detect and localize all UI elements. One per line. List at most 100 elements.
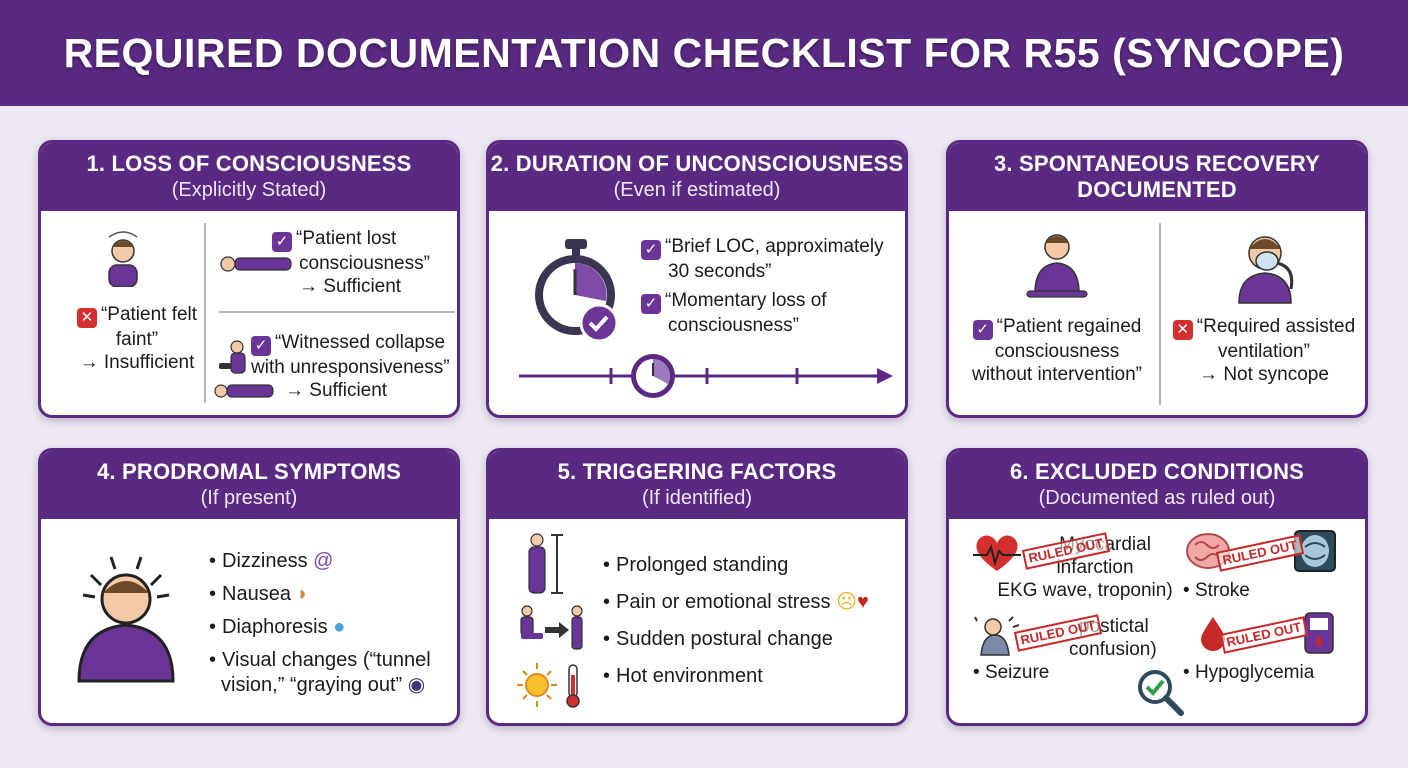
sufficient-example-1: ✓“Patient lost consciousness” → Sufficie… — [272, 227, 452, 298]
list-item-text: Dizziness — [222, 550, 308, 572]
brain-scan-icon — [1294, 530, 1336, 572]
recovery-good-example: ✓“Patient regained consciousness without… — [957, 315, 1157, 386]
list-item: vision,” “graying out” ◉ — [209, 673, 457, 698]
condition-text: infarction — [1056, 557, 1134, 578]
card-spontaneous-recovery: 3. SPONTANEOUS RECOVERY DOCUMENTED ✓“Pat… — [946, 140, 1368, 418]
symptom-list: •Dizziness @ •Nausea ◗ •Diaphoresis ● •V… — [209, 545, 457, 698]
example-text: “Patient lost — [296, 228, 397, 249]
dizzy-person-icon — [108, 231, 138, 287]
list-item-text: Prolonged standing — [616, 554, 789, 576]
card-body: ✓“Patient regained consciousness without… — [949, 211, 1365, 415]
card-body: Myocardial infarction EKG wave, troponin… — [949, 519, 1365, 723]
card-header: 2. DURATION OF UNCONSCIOUSNESS (Even if … — [489, 143, 905, 211]
card-loss-of-consciousness: 1. LOSS OF CONSCIOUSNESS (Explicitly Sta… — [38, 140, 460, 418]
list-item-text: Visual changes (“tunnel — [222, 649, 431, 671]
list-item: •Prolonged standing — [603, 554, 789, 576]
card-subtitle: DOCUMENTED — [1077, 177, 1237, 202]
checkbox-icon: ✓ — [641, 294, 661, 314]
verdict-text: → Insufficient — [79, 352, 195, 373]
card-triggering-factors: 5. TRIGGERING FACTORS (If identified) — [486, 448, 908, 726]
example-text: 30 seconds” — [668, 261, 772, 282]
list-item: •Hot environment — [603, 665, 763, 687]
example-text: with unresponsiveness” — [251, 357, 450, 378]
example-text: “Patient regained — [996, 316, 1142, 337]
card-body: ✕“Patient felt faint” → Insufficient ✓“P… — [41, 211, 457, 415]
list-item-text: Hot environment — [616, 665, 763, 687]
checkbox-icon: ✓ — [641, 240, 661, 260]
example-text: “Witnessed collapse — [275, 332, 446, 353]
card-header: 6. EXCLUDED CONDITIONS (Documented as ru… — [949, 451, 1365, 519]
card-title: 6. EXCLUDED CONDITIONS — [1009, 459, 1305, 484]
insufficient-example: ✕“Patient felt faint” → Insufficient — [57, 303, 217, 374]
example-text: ventilation” — [1218, 341, 1310, 362]
spiral-icon: @ — [313, 550, 334, 572]
condition-text: confusion) — [1069, 639, 1157, 660]
card-body: •Dizziness @ •Nausea ◗ •Diaphoresis ● •V… — [41, 519, 457, 723]
card-title: 3. SPONTANEOUS RECOVERY — [993, 151, 1321, 176]
example-text: faint” — [115, 329, 159, 350]
eye-icon: ◉ — [407, 674, 426, 696]
card-title: 5. TRIGGERING FACTORS — [557, 459, 837, 484]
card-duration-of-unconsciousness: 2. DURATION OF UNCONSCIOUSNESS (Even if … — [486, 140, 908, 418]
ruled-out-stamp: RULED OUT — [1219, 616, 1308, 654]
duration-example-1: ✓“Brief LOC, approximately 30 seconds” — [641, 235, 901, 283]
list-item: •Pain or emotional stress ☹♥ — [603, 591, 869, 613]
condition-text: Hypoglycemia — [1194, 662, 1315, 683]
distressed-person-icon — [77, 556, 175, 683]
blood-drop-icon — [1201, 617, 1225, 651]
timeline-arrow-icon — [519, 354, 893, 398]
collapse-scene-icon — [214, 340, 274, 398]
glucose-meter-icon — [1304, 612, 1334, 654]
list-item-text: Diaphoresis — [222, 616, 328, 638]
cross-icon: ✕ — [1172, 320, 1193, 340]
checkbox-icon: ✓ — [972, 320, 993, 340]
card-subtitle: (If present) — [200, 487, 298, 509]
card-excluded-conditions: 6. EXCLUDED CONDITIONS (Documented as ru… — [946, 448, 1368, 726]
list-item: •Sudden postural change — [603, 628, 833, 650]
verdict-text: → Sufficient — [299, 276, 402, 297]
trigger-list: •Prolonged standing •Pain or emotional s… — [603, 547, 903, 695]
header-bar: REQUIRED DOCUMENTATION CHECKLIST FOR R55… — [0, 0, 1408, 106]
heart-ekg-icon — [973, 535, 1021, 571]
card-header: 5. TRIGGERING FACTORS (If identified) — [489, 451, 905, 519]
crying-face-icon: ☹ — [836, 591, 857, 613]
card-prodromal-symptoms: 4. PRODROMAL SYMPTOMS (If present) •Dizz… — [38, 448, 460, 726]
card-body: ✓“Brief LOC, approximately 30 seconds” ✓… — [489, 211, 905, 415]
divider — [204, 223, 206, 403]
list-item-text: Pain or emotional stress — [616, 591, 831, 613]
list-item: •Visual changes (“tunnel — [209, 649, 431, 671]
list-item-text: Nausea — [222, 583, 291, 605]
recovery-bad-example: ✕“Required assisted ventilation” → Not s… — [1161, 315, 1365, 386]
seizure-person-icon — [974, 616, 1020, 656]
card-header: 3. SPONTANEOUS RECOVERY DOCUMENTED — [949, 143, 1365, 211]
card-subtitle: (Documented as ruled out) — [1038, 487, 1276, 509]
example-text: without intervention” — [971, 364, 1143, 385]
example-text: consciousness” — [668, 315, 799, 336]
card-header: 4. PRODROMAL SYMPTOMS (If present) — [41, 451, 457, 519]
page-title: REQUIRED DOCUMENTATION CHECKLIST FOR R55… — [63, 29, 1345, 76]
seated-person-icon — [1026, 234, 1088, 298]
mi-condition: Myocardial infarction EKG wave, troponin… — [985, 533, 1185, 602]
condition-text: Stroke — [1194, 580, 1250, 601]
list-item-text: Sudden postural change — [616, 628, 833, 650]
lying-person-icon — [220, 256, 292, 272]
example-text: consciousness — [994, 341, 1120, 362]
stomach-icon: ◗ — [296, 583, 309, 605]
sweat-drop-icon: ● — [333, 616, 346, 638]
ventilation-mask-icon — [1238, 236, 1294, 304]
checkbox-icon: ✓ — [272, 232, 292, 252]
sufficient-example-2: ✓“Witnessed collapse with unresponsivene… — [251, 331, 457, 402]
card-title: 1. LOSS OF CONSCIOUSNESS — [86, 151, 412, 176]
list-item-text: vision,” “graying out” — [221, 674, 403, 696]
example-text: “Patient felt — [100, 304, 198, 325]
cross-icon: ✕ — [76, 308, 97, 328]
list-item: •Dizziness @ — [209, 550, 334, 572]
stopwatch-icon — [535, 239, 619, 343]
example-text: “Momentary loss of — [665, 290, 827, 311]
duration-example-2: ✓“Momentary loss of consciousness” — [641, 289, 901, 337]
condition-text: EKG wave, troponin) — [997, 580, 1173, 601]
postural-change-icon — [520, 605, 583, 650]
magnifier-check-icon — [1138, 670, 1184, 716]
card-subtitle: (If identified) — [641, 487, 753, 509]
card-subtitle: (Explicitly Stated) — [171, 179, 327, 201]
